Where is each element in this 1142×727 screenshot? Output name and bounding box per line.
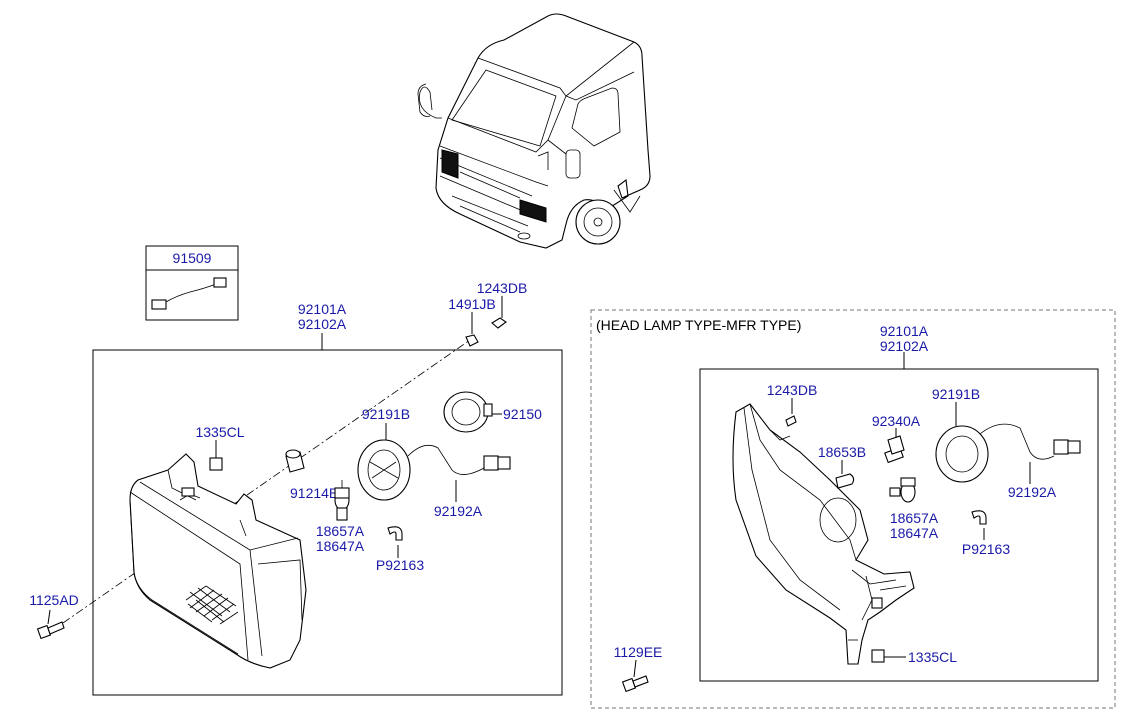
mfr-bulb-18657A xyxy=(889,477,916,503)
mfr-label-18657A[interactable]: 18657A xyxy=(890,510,939,526)
assembly-part-number-1[interactable]: 92101A xyxy=(298,301,347,317)
assembly-part-number-2[interactable]: 92102A xyxy=(298,316,347,332)
part-91214B xyxy=(285,449,305,473)
label-92150[interactable]: 92150 xyxy=(503,406,542,422)
mfr-caption: (HEAD LAMP TYPE-MFR TYPE) xyxy=(596,317,801,333)
label-1335CL[interactable]: 1335CL xyxy=(195,424,244,440)
mfr-headlamp-assembly: (HEAD LAMP TYPE-MFR TYPE) 92101A 92102A … xyxy=(590,309,1116,709)
screw-1125AD xyxy=(36,621,65,640)
kit-part-number[interactable]: 91509 xyxy=(173,250,212,266)
bulb-92340A xyxy=(884,435,905,464)
mfr-label-18647A[interactable]: 18647A xyxy=(890,525,939,541)
label-92192A[interactable]: 92192A xyxy=(434,503,483,519)
label-1491JB[interactable]: 1491JB xyxy=(448,296,495,312)
label-91214B[interactable]: 91214B xyxy=(290,485,338,501)
label-1125AD[interactable]: 1125AD xyxy=(29,592,79,608)
label-18647A[interactable]: 18647A xyxy=(316,538,365,554)
mfr-socket-92191B xyxy=(935,425,989,483)
label-92191B[interactable]: 92191B xyxy=(362,406,410,422)
socket-92191B xyxy=(357,439,411,501)
mfr-label-P92163[interactable]: P92163 xyxy=(962,541,1010,557)
mfr-label-18653B[interactable]: 18653B xyxy=(818,444,866,460)
mfr-label-1243DB[interactable]: 1243DB xyxy=(767,382,818,398)
truck-illustration xyxy=(417,13,651,249)
label-18657A[interactable]: 18657A xyxy=(316,523,365,539)
label-P92163[interactable]: P92163 xyxy=(376,557,424,573)
label-1243DB[interactable]: 1243DB xyxy=(477,280,528,296)
wiring-kit-box: 91509 xyxy=(145,245,239,321)
mfr-label-92191B[interactable]: 92191B xyxy=(932,386,980,402)
bulb-18657A xyxy=(334,480,350,521)
mfr-label-1129EE[interactable]: 1129EE xyxy=(614,644,663,660)
screw-1129EE xyxy=(621,675,649,693)
mfr-label-92192A[interactable]: 92192A xyxy=(1008,484,1057,500)
dust-cover-92150 xyxy=(443,391,493,433)
mfr-part-number-2[interactable]: 92102A xyxy=(880,338,929,354)
main-headlamp-assembly: 92101A 92102A 1125AD 1491JB xyxy=(29,280,563,696)
mfr-part-number-1[interactable]: 92101A xyxy=(880,323,929,339)
mfr-label-1335CL[interactable]: 1335CL xyxy=(908,649,957,665)
mfr-label-92340A[interactable]: 92340A xyxy=(872,413,921,429)
